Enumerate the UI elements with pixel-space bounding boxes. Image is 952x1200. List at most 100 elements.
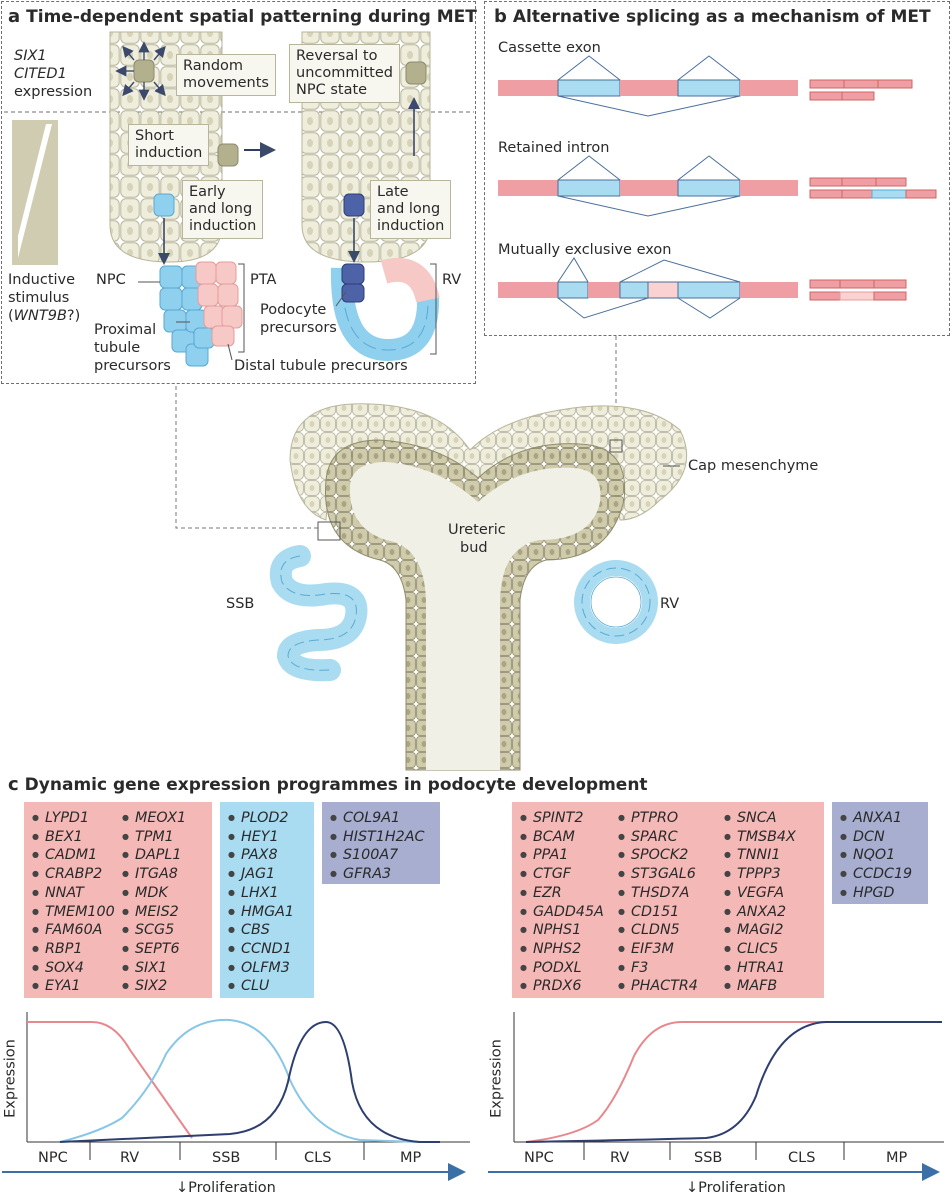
panel-a-frame bbox=[1, 1, 476, 384]
gene-item: SEPT6 bbox=[122, 940, 186, 959]
ureteric-label-line2: bud bbox=[460, 540, 488, 556]
gene-item: NPHS2 bbox=[520, 940, 604, 959]
gene-item: CRABP2 bbox=[32, 865, 115, 884]
proximal-label-line3: precursors bbox=[94, 358, 171, 374]
six1-label: SIX1 bbox=[14, 48, 47, 64]
gene-item: COL9A1 bbox=[330, 809, 424, 828]
left-purple-col: COL9A1HIST1H2ACS100A7GFRA3 bbox=[330, 809, 424, 884]
left-curve-dark bbox=[59, 1020, 440, 1143]
gene-item: PHACTR4 bbox=[618, 977, 698, 996]
late-induction-cell bbox=[343, 193, 365, 217]
left-stage-ticks bbox=[89, 1142, 365, 1160]
early-induction-callout: Early and long induction bbox=[182, 180, 264, 239]
left-pink-genes: LYPD1BEX1CADM1CRABP2NNATTMEM100FAM60ARBP… bbox=[24, 802, 212, 998]
gene-item: THSD7A bbox=[618, 884, 698, 903]
random-line1: Random bbox=[183, 58, 244, 74]
gene-item: S100A7 bbox=[330, 846, 424, 865]
gene-item: TPPP3 bbox=[724, 865, 796, 884]
random-movement-arrows bbox=[115, 41, 166, 101]
gene-item: LYPD1 bbox=[32, 809, 115, 828]
gene-item: CLIC5 bbox=[724, 940, 796, 959]
gene-item: HIST1H2AC bbox=[330, 828, 424, 847]
right-expression-plot bbox=[488, 1012, 944, 1181]
right-pink-col2: PTPROSPARCSPOCK2ST3GAL6THSD7ACD151CLDN5E… bbox=[618, 809, 698, 996]
expression-label: expression bbox=[14, 84, 93, 100]
reversal-callout: Reversal to uncommitted NPC state bbox=[289, 44, 400, 103]
gene-item: TPM1 bbox=[122, 828, 186, 847]
gene-item: VEGFA bbox=[724, 884, 796, 903]
podocyte-label-line1: Podocyte bbox=[260, 302, 327, 318]
gene-item: EYA1 bbox=[32, 977, 115, 996]
gene-item: ST3GAL6 bbox=[618, 865, 698, 884]
right-stage-rv: RV bbox=[610, 1150, 630, 1166]
gene-item: MEOX1 bbox=[122, 809, 186, 828]
gene-item: SPINT2 bbox=[520, 809, 604, 828]
gene-item: NNAT bbox=[32, 884, 115, 903]
gene-item: MAFB bbox=[724, 977, 796, 996]
ssb-label: SSB bbox=[226, 596, 255, 612]
left-proliferation-label: ↓Proliferation bbox=[176, 1180, 276, 1196]
pta-label: PTA bbox=[250, 272, 277, 288]
gene-item: HEY1 bbox=[228, 828, 294, 847]
gene-item: SCG5 bbox=[122, 921, 186, 940]
gene-item: CTGF bbox=[520, 865, 604, 884]
random-cell bbox=[133, 59, 155, 83]
late-line3: induction bbox=[377, 218, 445, 234]
gene-item: SPOCK2 bbox=[618, 846, 698, 865]
inductive-paren-close: ?) bbox=[66, 308, 81, 324]
right-pink-col3: SNCATMSB4XTNNI1TPPP3VEGFAANXA2MAGI2CLIC5… bbox=[724, 809, 796, 996]
early-line3: induction bbox=[189, 218, 257, 234]
right-stage-ssb: SSB bbox=[694, 1150, 723, 1166]
panel-c-letter: c bbox=[8, 774, 19, 795]
panel-a-letter: a bbox=[8, 6, 21, 27]
gene-item: JAG1 bbox=[228, 865, 294, 884]
gene-item: HPGD bbox=[840, 884, 912, 903]
right-curve-dark bbox=[525, 1021, 942, 1143]
rv-label-center: RV bbox=[660, 596, 680, 612]
gene-item: BEX1 bbox=[32, 828, 115, 847]
gene-item: SPARC bbox=[618, 828, 698, 847]
late-induction-callout: Late and long induction bbox=[370, 180, 452, 239]
gene-item: F3 bbox=[618, 959, 698, 978]
right-pink-genes: SPINT2BCAMPPA1CTGFEZRGADD45ANPHS1NPHS2PO… bbox=[512, 802, 824, 998]
early-line1: Early bbox=[189, 184, 226, 200]
npc-label: NPC bbox=[96, 272, 126, 288]
left-stage-rv: RV bbox=[120, 1150, 140, 1166]
rv-bracket bbox=[430, 263, 437, 355]
inductive-label-line1: Inductive bbox=[8, 272, 76, 288]
gene-item: SNCA bbox=[724, 809, 796, 828]
left-blue-genes: PLOD2HEY1PAX8JAG1LHX1HMGA1CBSCCND1OLFM3C… bbox=[220, 802, 314, 998]
random-line2: movements bbox=[183, 75, 269, 91]
gene-item: MDK bbox=[122, 884, 186, 903]
retained-intron-diagram bbox=[498, 155, 937, 217]
gene-item: LHX1 bbox=[228, 884, 294, 903]
gene-item: ANXA1 bbox=[840, 809, 912, 828]
left-purple-genes: COL9A1HIST1H2ACS100A7GFRA3 bbox=[322, 802, 440, 884]
right-pink-col1: SPINT2BCAMPPA1CTGFEZRGADD45ANPHS1NPHS2PO… bbox=[520, 809, 604, 996]
inductive-paren-open: ( bbox=[8, 308, 14, 324]
gene-item: NPHS1 bbox=[520, 921, 604, 940]
reversal-line3: NPC state bbox=[296, 82, 368, 98]
gene-item: SIX1 bbox=[122, 959, 186, 978]
left-expression-plot bbox=[2, 1012, 470, 1181]
panel-b-frame bbox=[484, 1, 950, 336]
pta-bracket bbox=[238, 263, 245, 353]
gene-item: CCND1 bbox=[228, 940, 294, 959]
cap-mesenchyme-label: Cap mesenchyme bbox=[688, 458, 819, 474]
gene-item: PTPRO bbox=[618, 809, 698, 828]
gene-item: CLDN5 bbox=[618, 921, 698, 940]
short-induction-cell bbox=[217, 143, 239, 167]
early-induction-cell bbox=[153, 193, 175, 217]
ureteric-label-line1: Ureteric bbox=[448, 522, 506, 538]
connector-a bbox=[175, 386, 318, 529]
gene-item: NQO1 bbox=[840, 846, 912, 865]
gene-item: ITGA8 bbox=[122, 865, 186, 884]
gene-item: EZR bbox=[520, 884, 604, 903]
left-pink-col2: MEOX1TPM1DAPL1ITGA8MDKMEIS2SCG5SEPT6SIX1… bbox=[122, 809, 186, 996]
left-pink-col1: LYPD1BEX1CADM1CRABP2NNATTMEM100FAM60ARBP… bbox=[32, 809, 115, 996]
inductive-label-line3: (WNT9B?) bbox=[8, 308, 80, 325]
gene-item: RBP1 bbox=[32, 940, 115, 959]
gene-item: MEIS2 bbox=[122, 903, 186, 922]
